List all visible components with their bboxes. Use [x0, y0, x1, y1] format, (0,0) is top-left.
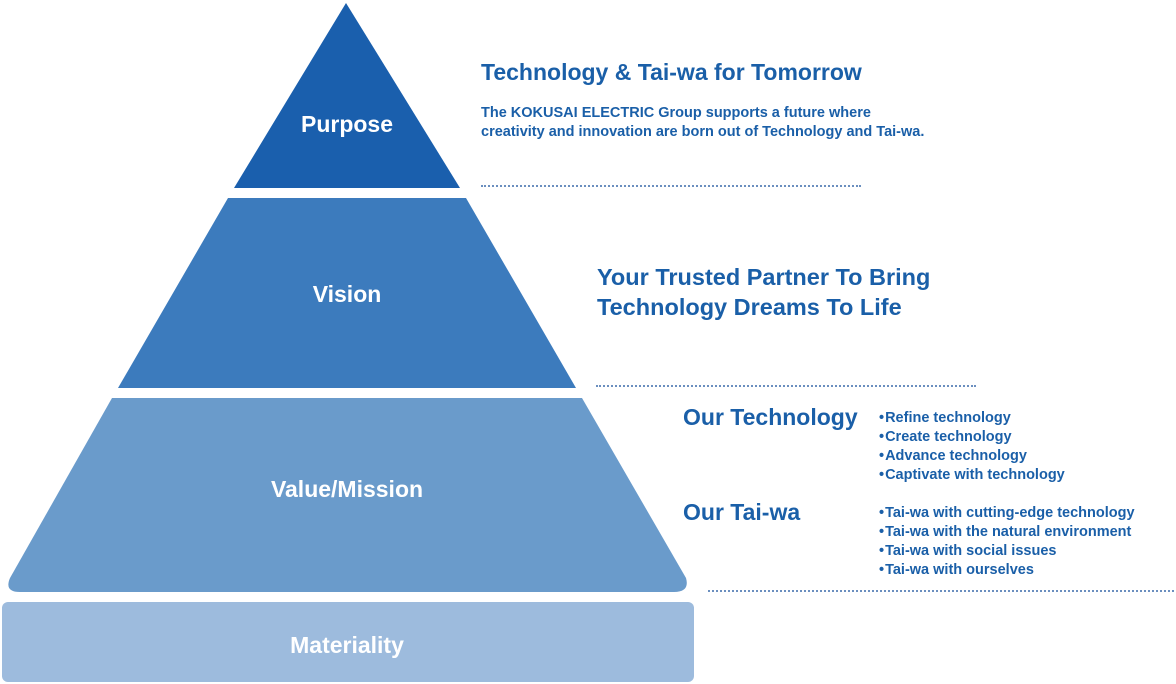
- list-item: Tai-wa with ourselves: [879, 561, 1135, 580]
- tier-purpose-shape: [234, 3, 460, 188]
- vision-line-1: Your Trusted Partner To Bring: [597, 264, 931, 290]
- our-taiwa-list: Tai-wa with cutting-edge technology Tai-…: [879, 504, 1135, 580]
- vision-statement: Your Trusted Partner To Bring Technology…: [597, 262, 930, 322]
- list-item: Tai-wa with the natural environment: [879, 523, 1135, 542]
- tier-label-vision: Vision: [312, 281, 382, 307]
- tier-vision-shape: [118, 198, 576, 388]
- list-item: Captivate with technology: [879, 466, 1065, 485]
- vision-divider: [596, 385, 976, 387]
- list-item: Tai-wa with cutting-edge technology: [879, 504, 1134, 523]
- our-technology-list: Refine technology Create technology Adva…: [879, 409, 1065, 485]
- value-mission-divider: [708, 590, 1174, 592]
- list-item: Tai-wa with social issues: [879, 542, 1135, 561]
- purpose-divider: [481, 185, 861, 187]
- purpose-title: Technology & Tai-wa for Tomorrow: [481, 59, 862, 85]
- materiality-base-shape: [2, 602, 694, 682]
- purpose-desc-line-1: The KOKUSAI ELECTRIC Group supports a fu…: [481, 105, 871, 121]
- purpose-desc-line-2: creativity and innovation are born out o…: [481, 124, 925, 140]
- tier-value-mission-shape: [8, 398, 687, 592]
- list-item: Refine technology: [879, 409, 1065, 428]
- our-technology-title: Our Technology: [683, 404, 858, 430]
- list-item: Create technology: [879, 428, 1065, 447]
- vision-line-2: Technology Dreams To Life: [597, 294, 902, 320]
- list-item: Advance technology: [879, 447, 1065, 466]
- pyramid-diagram: [2, 3, 694, 682]
- tier-label-materiality: Materiality: [290, 632, 404, 658]
- tier-label-value-mission: Value/Mission: [270, 476, 424, 502]
- our-taiwa-title: Our Tai-wa: [683, 499, 801, 525]
- purpose-description: The KOKUSAI ELECTRIC Group supports a fu…: [481, 104, 924, 142]
- tier-label-purpose: Purpose: [300, 111, 394, 137]
